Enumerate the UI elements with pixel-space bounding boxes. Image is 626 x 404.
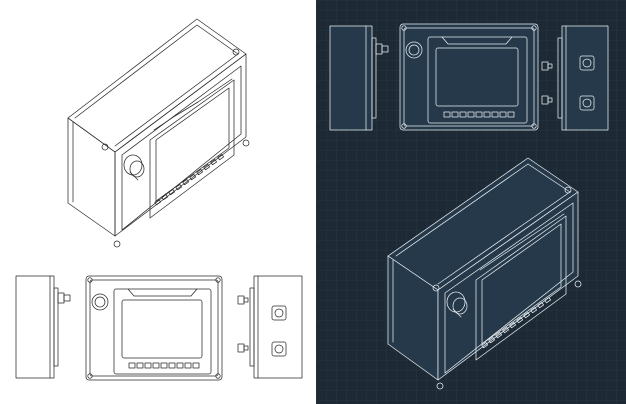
- bolt-icon: [87, 277, 93, 283]
- bolt-icon: [87, 373, 93, 379]
- enclosure-screen-bezel: [113, 288, 212, 375]
- keypad-keys-light: [154, 154, 224, 206]
- display-screen-icon: [121, 299, 203, 359]
- enclosure-front-outline: [85, 275, 223, 381]
- side-view-left-light: [15, 275, 71, 379]
- enclosure-front-face: [437, 191, 579, 381]
- bolt-icon: [574, 280, 582, 288]
- bolt-icon: [432, 284, 440, 292]
- front-view-light: [85, 275, 223, 381]
- side-view-left-dark: [329, 25, 389, 131]
- dark-drawing-panel: [316, 0, 626, 404]
- enclosure-screen-bezel: [475, 215, 567, 361]
- bolt-icon: [101, 143, 109, 151]
- push-button-icon: [123, 154, 145, 181]
- light-drawing-svg: [15, 18, 303, 381]
- push-button-icon: [91, 293, 109, 311]
- keypad-keys-dark: [481, 297, 551, 349]
- display-screen-icon: [435, 47, 519, 107]
- display-screen-icon: [155, 87, 230, 202]
- keypad-keys-dark-front: [443, 111, 515, 118]
- front-view-dark: [399, 23, 539, 131]
- side-view-right-dark: [557, 25, 609, 131]
- isometric-enclosure-dark: [387, 157, 582, 390]
- bolt-icon: [215, 373, 221, 379]
- dark-drawing-svg: [316, 0, 626, 404]
- cable-glands-dark: [541, 61, 553, 105]
- connector-icon: [579, 55, 595, 71]
- enclosure-left-face: [67, 117, 116, 237]
- connector-icon: [579, 95, 595, 111]
- cable-glands-light: [237, 295, 249, 353]
- bolt-icon: [242, 139, 250, 147]
- push-button-icon: [446, 291, 468, 318]
- push-button-icon: [405, 41, 423, 59]
- connector-icon: [271, 305, 287, 321]
- isometric-enclosure-light: [67, 18, 250, 248]
- enclosure-screen-bezel: [149, 79, 235, 219]
- enclosure-front-face: [114, 53, 247, 237]
- enclosure-top-face: [67, 18, 247, 153]
- bolt-icon: [564, 186, 572, 194]
- bolt-icon: [113, 240, 121, 248]
- bolt-icon: [232, 48, 240, 56]
- side-view-right-light: [249, 275, 303, 379]
- keypad-keys-light-front: [128, 362, 200, 369]
- bolt-icon: [436, 382, 444, 390]
- enclosure-side-outline: [253, 275, 303, 379]
- display-screen-icon: [481, 223, 562, 345]
- connector-icon: [271, 341, 287, 357]
- light-drawing-panel: [15, 18, 303, 381]
- enclosure-top-inner: [74, 24, 239, 147]
- bolt-icon: [215, 277, 221, 283]
- enclosure-side-outline: [15, 275, 55, 379]
